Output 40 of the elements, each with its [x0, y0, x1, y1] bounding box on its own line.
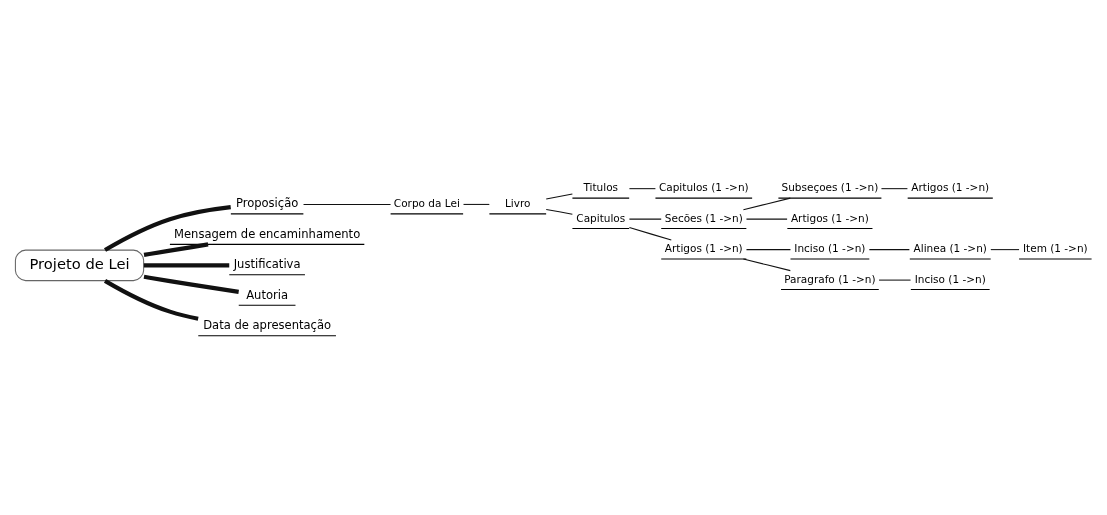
- connector: [463, 203, 490, 205]
- connector: [628, 218, 662, 220]
- connector: [143, 274, 239, 294]
- node-text: Alinea (1 ->n): [913, 242, 987, 255]
- node-text: Paragrafo (1 ->n): [784, 272, 876, 285]
- node-text: Corpo da Lei: [393, 197, 460, 210]
- connector: [143, 263, 230, 268]
- node-text: Artigos (1 ->n): [911, 181, 990, 194]
- node-text: Titulos: [583, 181, 619, 194]
- connector: [545, 193, 573, 200]
- node-text: Subseçoes (1 ->n): [781, 181, 879, 194]
- node-text: Artigos (1 ->n): [790, 211, 869, 224]
- connector: [103, 279, 199, 321]
- connector: [742, 197, 791, 211]
- node-text: Artigos (1 ->n): [664, 242, 743, 255]
- connector: [880, 188, 908, 190]
- node-text: Capitulos (1 ->n): [658, 181, 749, 194]
- node-text: Autoria: [246, 287, 289, 302]
- node-text: Inciso (1 ->n): [794, 242, 866, 255]
- node-text: Proposição: [235, 196, 299, 211]
- node-text: Livro: [505, 197, 531, 210]
- node-text: Capitulos: [576, 211, 626, 224]
- node-text: Secões (1 ->n): [664, 211, 743, 224]
- connector: [628, 188, 656, 190]
- connector: [103, 204, 231, 252]
- node-text: Justificativa: [233, 257, 301, 272]
- connector: [742, 258, 791, 272]
- node-text: Mensagem de encaminhamento: [174, 226, 361, 241]
- node-box: Projeto de Lei: [14, 249, 145, 282]
- connector: [303, 203, 392, 205]
- connector: [868, 249, 910, 251]
- node-text: Inciso (1 ->n): [914, 272, 986, 285]
- connector: [545, 208, 573, 215]
- connector: [628, 226, 672, 241]
- connector: [745, 218, 788, 220]
- connector: [143, 242, 209, 257]
- connector: [745, 249, 791, 251]
- connector: [990, 249, 1020, 251]
- node-text: Data de apresentação: [203, 318, 332, 333]
- node-text: Item (1 ->n): [1022, 242, 1088, 255]
